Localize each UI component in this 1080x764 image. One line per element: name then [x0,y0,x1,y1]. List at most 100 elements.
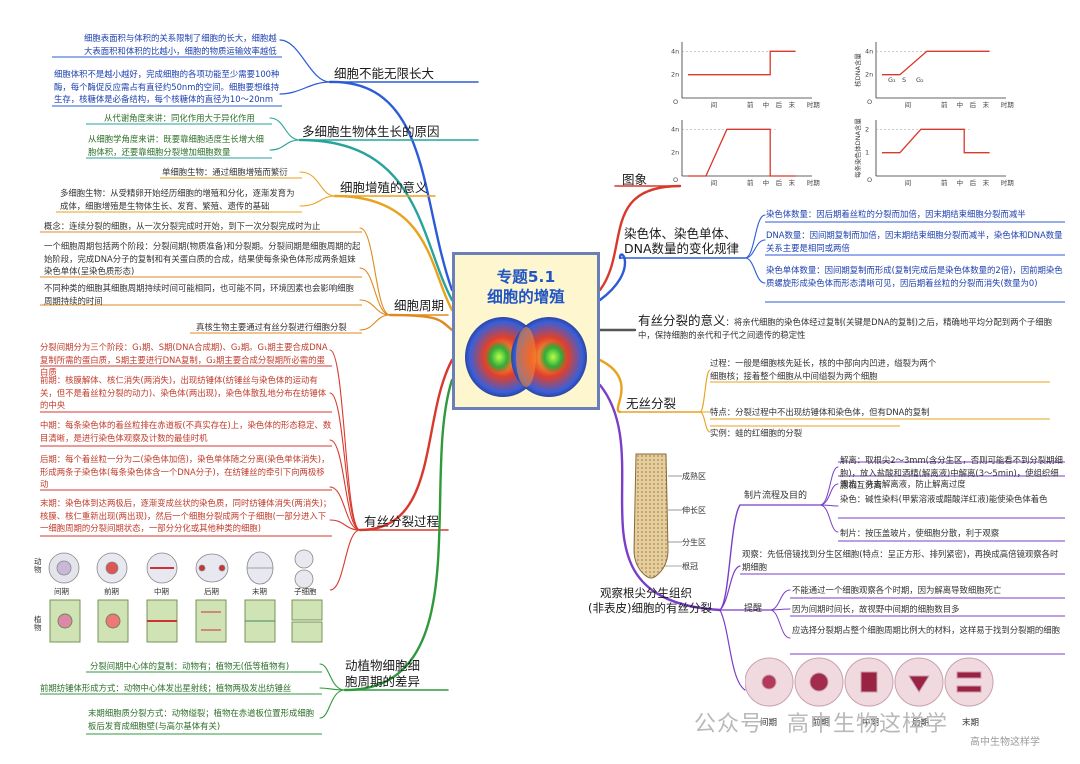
micro-stage-2: 前期 [812,718,830,728]
graph-1-xtick-4: 后 [776,100,783,109]
leaf-process-slide: 制片：按压盖玻片，使细胞分散，利于观察 [840,528,1000,538]
leaf-b3-1: 单细胞生物：通过细胞增殖而繁衍 [162,167,288,177]
graph-1-xtick-2: 前 [747,100,754,109]
graph-3-ytick-low: 2n [671,149,679,157]
leaf-observe-microscope: 观察：先低倍镜找到分生区细胞(特点：呈正方形、排列紧密)，再换成高倍镜观察各时期… [742,549,1059,572]
leaf-b6-2: 前期纺锤体形成方式：动物中心体发出星射线；植物两极发出纺锤丝 [40,683,292,693]
branch-cell-size-limit: 细胞不能无限长大 [334,66,435,81]
leaf-process-stain: 染色：碱性染料(甲紫溶液或醋酸洋红液)能使染色体着色 [840,494,1048,504]
branch-proliferation-meaning: 细胞增殖的意义 [340,180,428,195]
graph-4-xtick-6: 时期 [1001,178,1015,187]
graph-2-subphase-1: G₁ [888,76,896,84]
stage-label-6: 子细胞 [294,587,317,596]
leaf-b5-metaphase: 中期：每条染色体的着丝粒排在赤道板(不真实存在)上，染色体的形态稳定、数目清晰，… [40,420,332,443]
leaf-b5-prophase: 前期：核膜解体、核仁消失(两消失)，出现纺锤体(纺锤丝与染色体的运动有关，但不是… [40,375,327,410]
connector-b1 [328,80,454,292]
leaf-amitosis-feature: 特点：分裂过程中不出现纺锤体和染色体，但有DNA的复制 [710,407,930,417]
graph-2-xtick-1: 间 [905,101,912,109]
branch-counts-line1: 染色体、染色单体、 [624,226,737,241]
leaf-b1-1: 细胞表面积与体积的关系限制了细胞的长大，细胞越大表面积和体积的比越小，细胞的物质… [84,33,277,56]
branch-animal-plant-diff-line2: 胞周期的差异 [345,674,421,689]
stage-label-2: 前期 [104,587,119,596]
graph-1-ytick-high: 4n [671,47,679,55]
branch-counts-line2: DNA数量的变化规律 [624,241,740,256]
leaf-amitosis-example: 实例：蛙的红细胞的分裂 [710,428,803,438]
graph-3-xtick-3: 中 [763,178,770,187]
connector-b4 [388,313,454,332]
leaf-process-dissociation: 解离：取根尖2～3mm(含分生区，否则可能看不到分裂期细胞)，放入盐酸和酒精(解… [840,455,1063,490]
root-tip-image [633,453,682,579]
graph-4-xtick-2: 前 [941,178,948,187]
leaf-b4-2: 一个细胞周期包括两个阶段：分裂间期(物质准备)和分裂期。分裂间期是细胞周期的起始… [44,241,361,276]
branch-cell-cycle: 细胞周期 [394,298,445,313]
branch-animal-plant-diff-line1: 动植物细胞细 [345,658,421,673]
graph-2-xtick-2: 前 [941,100,948,109]
leaf-amitosis-process: 过程：一般是细胞核先延长，核的中部向内凹进，缢裂为两个细胞核；接着整个细胞从中间… [710,358,937,381]
branch-graphs: 图象 [622,172,648,187]
micrograph-row [745,657,994,707]
graph-3-xtick-6: 时期 [807,178,821,187]
graph-4-xtick-3: 中 [957,178,964,187]
leaf-b2-1: 从代谢角度来讲：同化作用大于异化作用 [104,113,255,123]
graph-1-xtick-5: 末 [789,100,796,109]
graphs-panel: O4n2n染色体数目间前中后末时期O4n2n核DNA含量间前中后末时期G₁SG₂… [671,42,1015,187]
branch-meaning: 有丝分裂的意义 [638,313,726,328]
stage-label-3: 中期 [154,587,169,596]
central-topic: 专题5.1 细胞的增殖 [452,252,600,410]
graph-2-xtick-6: 时期 [1001,100,1015,109]
graph-3-origin: O [673,176,678,184]
graph-1-xtick-6: 时期 [807,100,821,109]
graph-4-ytick-low: 1 [865,149,869,157]
graph-2-origin: O [867,98,872,106]
micro-stage-1: 间期 [760,718,778,728]
watermark-main: 公众号 · 高中生物这样学 [694,712,948,737]
graph-2-subphase-2: S [902,76,906,84]
graph-1-xtick-1: 间 [711,101,718,109]
row-label-animal: 动物 [34,557,42,574]
leaf-process-rinse: 漂洗：洗去解离液，防止解离过度 [840,479,966,489]
leaf-b4-1: 概念：连续分裂的细胞，从一次分裂完成时开始，到下一次分裂完成时为止 [44,221,321,231]
dividing-cell-image [465,317,587,397]
root-zone-maturation: 成熟区 [682,472,706,481]
connector-observe [598,383,722,612]
leaf-b1-2: 细胞体积不是越小越好，完成细胞的各项功能至少需要100种酶，每个酶促反应需占有直… [54,69,280,104]
leaf-b5-anaphase: 后期：每个着丝粒一分为二(染色体加倍)，染色单体随之分离(染色单体消失)，形成两… [40,454,330,489]
graph-4-origin: O [867,176,872,184]
branch-amitosis: 无丝分裂 [626,396,677,411]
graph-4-xtick-1: 间 [905,179,912,187]
central-title-line2: 细胞的增殖 [487,288,565,306]
graph-2-ytick-high: 4n [865,47,873,55]
graph-4-ytick-high: 2 [865,125,869,133]
row-label-plant: 植物 [34,615,42,632]
leaf-counts-chromosome: 染色体数量：因后期着丝粒的分裂而加倍，因末期结束细胞分裂而减半 [766,209,1026,219]
graph-3-xtick-5: 末 [789,178,796,187]
connector-graphs [598,184,682,292]
graph-1-ytick-low: 2n [671,71,679,79]
micro-stage-3: 中期 [862,718,880,728]
watermark-sub: 高中生物这样学 [970,737,1040,748]
graph-1-xtick-3: 中 [763,100,770,109]
leaf-b6-3: 末期细胞质分裂方式：动物缢裂；植物在赤道板位置形成细胞板后发育成细胞壁(与高尔基… [88,708,315,731]
mitosis-illustration: 动物 植物 间期 前期 中期 后期 末期 子细胞 [34,546,330,650]
leaf-counts-dna: DNA数量：因间期复制而加倍，因末期结束细胞分裂而减半，染色体和DNA数量关系主… [766,230,1063,253]
leaf-tip-3: 应选择分裂期占整个细胞周期比例大的材料，这样易于找到分裂期的细胞 [792,625,1060,635]
leaf-tip-2: 因为间期时间长，故视野中间期的细胞数目多 [792,604,960,614]
graph-3-xtick-1: 间 [711,179,718,187]
micro-stage-5: 末期 [962,718,980,728]
leaf-b4-4: 真核生物主要通过有丝分裂进行细胞分裂 [196,322,347,332]
root-zone-meristem: 分生区 [682,538,706,547]
micro-stage-4: 后期 [912,718,930,728]
leaf-b5-telophase: 末期：染色体到达两极后，逐渐变成丝状的染色质，同时纺锤体消失(两消失)；核膜、核… [40,498,332,533]
branch-observe-line2: (非表皮)细胞的有丝分裂 [588,601,712,615]
graph-3-xtick-4: 后 [776,178,783,187]
observe-tips-label: 提醒 [744,604,763,614]
meaning-block: 有丝分裂的意义：将亲代细胞的染色体经过复制(关键是DNA的复制)之后，精确地平均… [638,314,1068,342]
graph-3-xtick-2: 前 [747,178,754,187]
graph-3-ytick-high: 4n [671,125,679,133]
connector-amitosis [598,358,623,414]
observe-process-label: 制片流程及目的 [744,491,808,501]
branch-observe-line1: 观察根尖分生组织 [600,586,692,600]
leaf-b6-1: 分裂间期中心体的复制：动物有；植物无(低等植物有) [90,661,290,671]
meaning-text: ：将亲代细胞的染色体经过复制(关键是DNA的复制)之后，精确地平均分配到两个子细… [638,317,1052,340]
central-title-line1: 专题5.1 [496,268,556,286]
